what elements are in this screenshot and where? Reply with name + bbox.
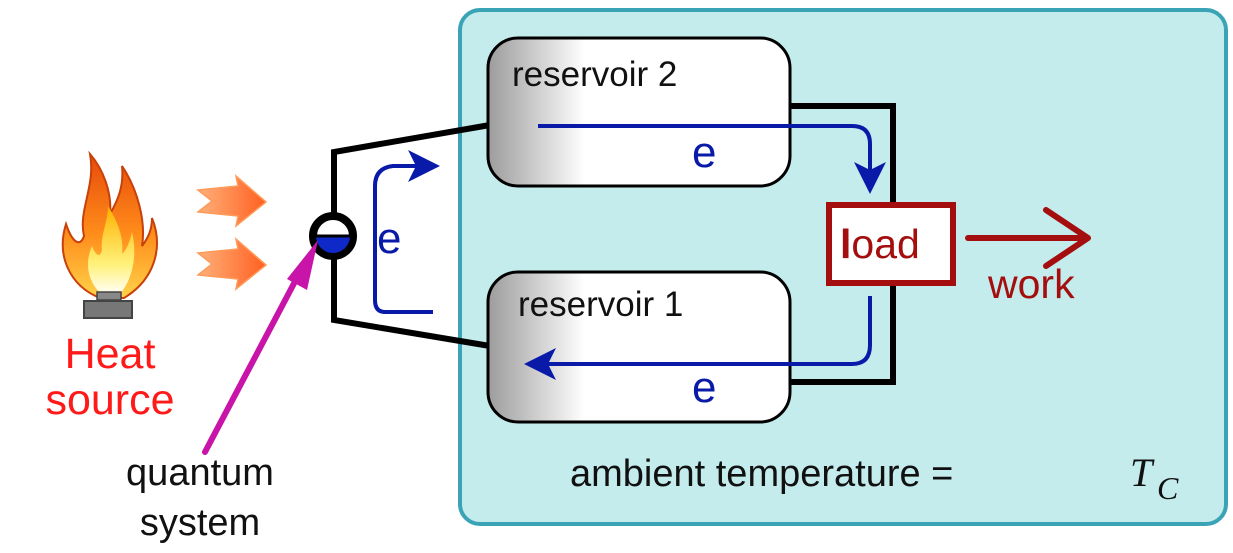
- reservoir-1-label: reservoir 1: [518, 285, 683, 324]
- electron-label-bottom: e: [692, 363, 716, 412]
- burner-icon: [83, 291, 133, 319]
- heat-arrow-upper: [196, 173, 268, 228]
- reservoir-2-label: reservoir 2: [512, 55, 677, 94]
- quantum-system-label-line2: system: [140, 502, 260, 544]
- svg-text:load: load: [840, 221, 920, 267]
- load-label-first-letter: l: [840, 221, 851, 267]
- heat-arrow-lower: [196, 236, 268, 291]
- quantum-pointer-arrow: [202, 240, 318, 455]
- electron-flow-bottom: [524, 296, 872, 380]
- ambient-temperature-symbol: T: [1130, 450, 1155, 495]
- electron-label-top: e: [692, 128, 716, 177]
- quantum-system-dot: [309, 212, 357, 260]
- ambient-temperature-subscript: C: [1157, 470, 1179, 506]
- quantum-system-label-line1: quantum: [126, 452, 274, 494]
- svg-text:T: T: [1130, 450, 1155, 495]
- load-label-rest: oad: [851, 221, 919, 267]
- work-label: work: [987, 261, 1075, 307]
- heat-source-label-line1: Heat: [65, 330, 156, 378]
- electron-label-left: e: [377, 214, 401, 263]
- reservoir-1: reservoir 1: [486, 270, 792, 424]
- electron-flow-top: [538, 124, 886, 194]
- svg-text:ambient temperature =: ambient temperature =: [570, 453, 953, 495]
- electron-flow-left: [373, 150, 440, 314]
- heat-source-label-line2: source: [45, 376, 174, 424]
- work-arrow: [965, 207, 1091, 269]
- heat-arrows: [196, 173, 268, 291]
- load-box: load: [826, 202, 956, 286]
- flame-icon: [61, 150, 158, 299]
- reservoir-2: reservoir 2: [486, 36, 792, 188]
- svg-text:C: C: [1157, 470, 1179, 506]
- ambient-temperature-label: ambient temperature =: [570, 453, 953, 495]
